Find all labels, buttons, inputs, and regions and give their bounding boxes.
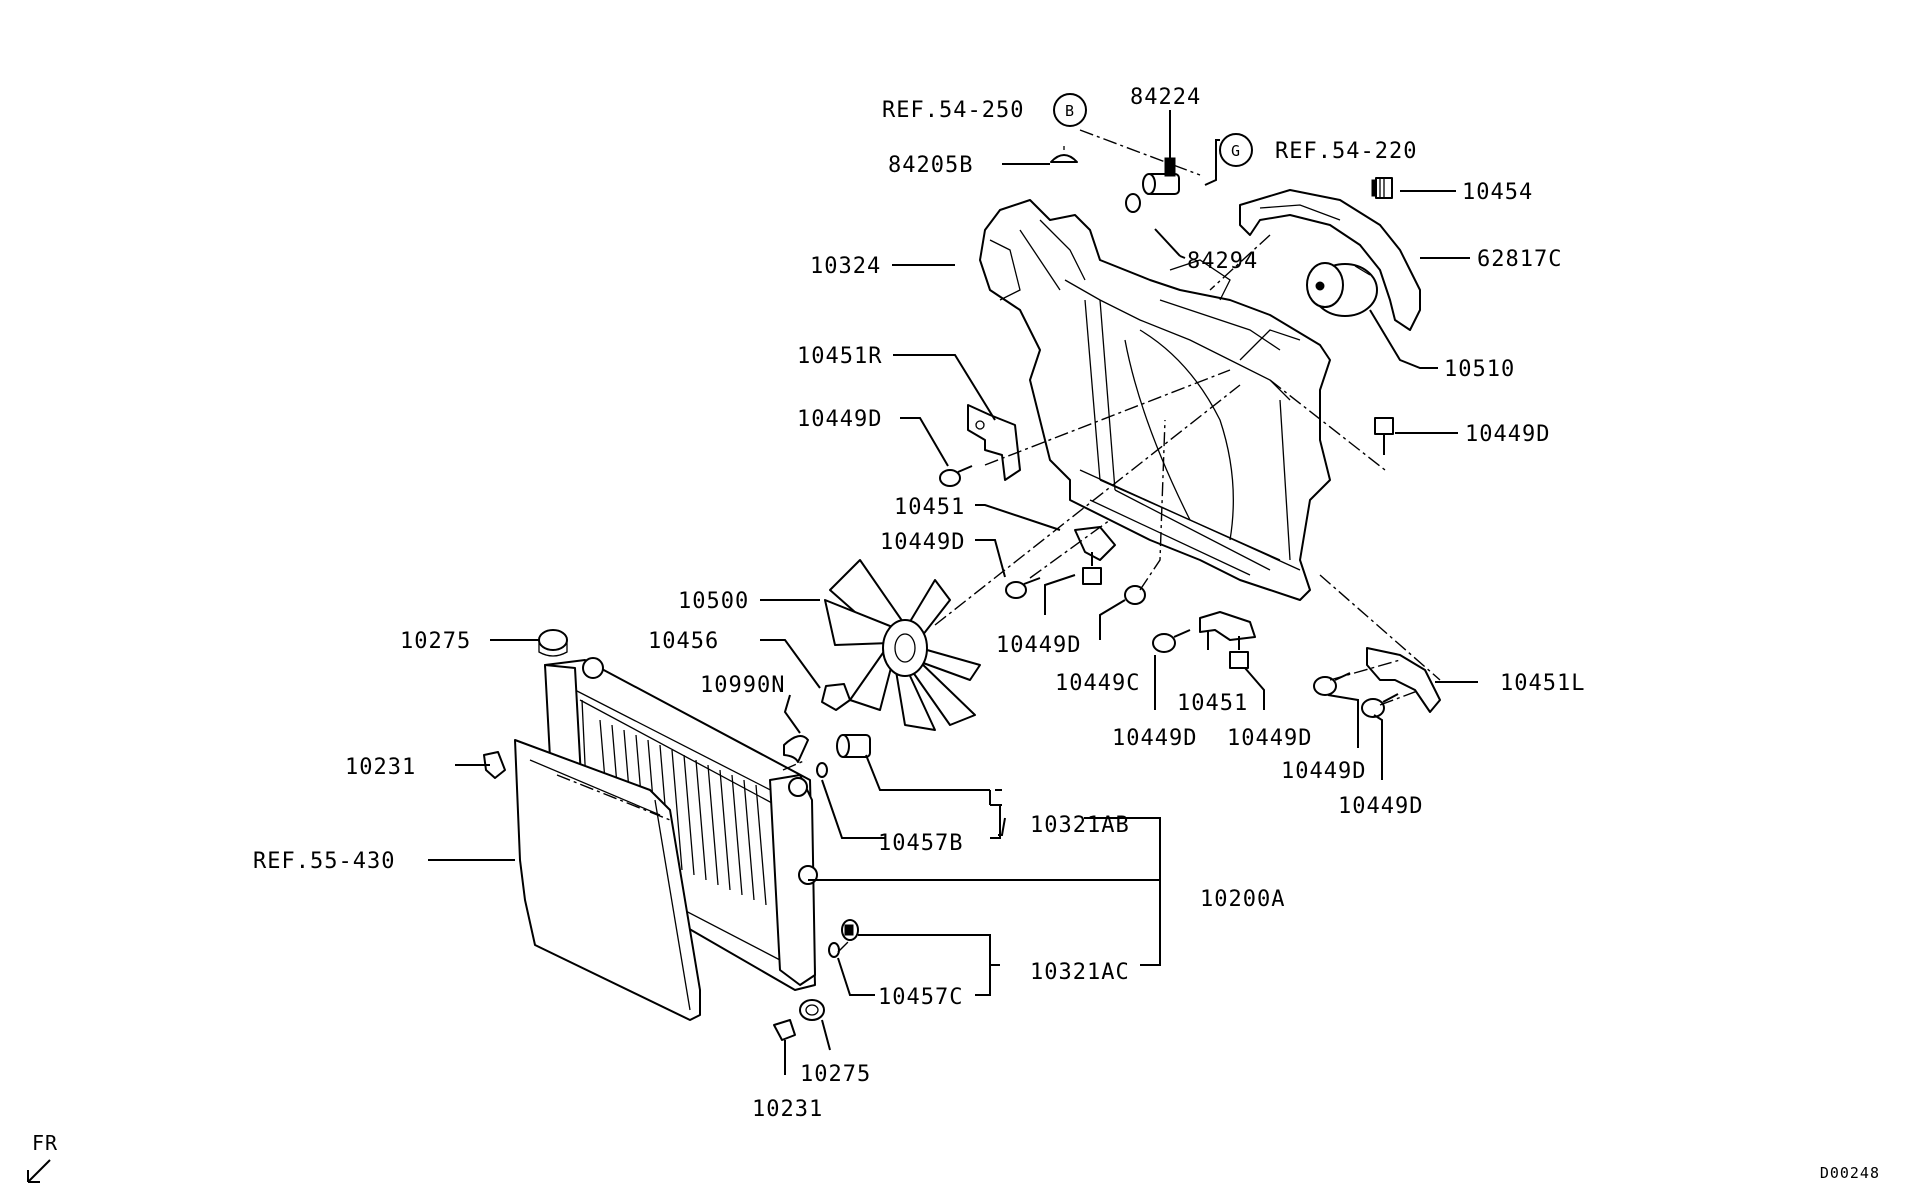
bracket-10231-lower[interactable] xyxy=(773,1019,796,1041)
bracket-10231-upper[interactable] xyxy=(483,751,506,779)
bracket-10451-lower[interactable] xyxy=(1199,611,1256,641)
washer-10457b[interactable] xyxy=(816,762,828,778)
label-10451-b[interactable]: 10451 xyxy=(1177,691,1248,716)
bolt-10449d-5[interactable] xyxy=(1152,629,1191,653)
label-10451l[interactable]: 10451L xyxy=(1500,671,1585,696)
label-ref-55-430[interactable]: REF.55-430 xyxy=(253,849,395,874)
label-10321ac[interactable]: 10321AC xyxy=(1030,960,1130,985)
label-10200a[interactable]: 10200A xyxy=(1200,887,1285,912)
label-10500[interactable]: 10500 xyxy=(678,589,749,614)
motor-bracket-62817c[interactable] xyxy=(1239,189,1421,331)
fr-arrow-icon xyxy=(27,1159,51,1183)
hose-10990n[interactable] xyxy=(783,735,809,763)
label-10275-a[interactable]: 10275 xyxy=(400,629,471,654)
label-10449d-a[interactable]: 10449D xyxy=(797,407,882,432)
label-10449d-d[interactable]: 10449D xyxy=(996,633,1081,658)
label-ref-54-250[interactable]: REF.54-250 xyxy=(882,98,1024,123)
label-10275-b[interactable]: 10275 xyxy=(800,1062,871,1087)
label-10510[interactable]: 10510 xyxy=(1444,357,1515,382)
label-84294[interactable]: 84294 xyxy=(1187,249,1258,274)
label-10449d-e[interactable]: 10449D xyxy=(1112,726,1197,751)
bracket-10451-upper[interactable] xyxy=(1074,526,1116,561)
label-10231-b[interactable]: 10231 xyxy=(752,1097,823,1122)
circle-b-text: B xyxy=(1065,102,1075,120)
front-direction-indicator: FR xyxy=(27,1131,58,1183)
label-10231-a[interactable]: 10231 xyxy=(345,755,416,780)
label-10456[interactable]: 10456 xyxy=(648,629,719,654)
label-10449d-g[interactable]: 10449D xyxy=(1281,759,1366,784)
washer-10457c[interactable] xyxy=(828,942,840,958)
nut-10456[interactable] xyxy=(821,683,851,711)
leader-lines xyxy=(428,110,1478,1075)
oring-84294[interactable] xyxy=(1125,193,1141,213)
circle-ref-g[interactable]: G xyxy=(1219,133,1253,167)
label-ref-54-220[interactable]: REF.54-220 xyxy=(1275,139,1417,164)
bolt-10449d-7[interactable] xyxy=(1313,672,1351,696)
fan-motor-10510[interactable] xyxy=(1306,262,1378,317)
label-10457b[interactable]: 10457B xyxy=(878,831,963,856)
cap-10275-lower[interactable] xyxy=(799,999,825,1021)
label-10449c[interactable]: 10449C xyxy=(1055,671,1140,696)
bracket-10451r[interactable] xyxy=(967,404,1021,481)
bolt-10449d-2[interactable] xyxy=(1374,417,1394,455)
bolt-10449d-6[interactable] xyxy=(1229,636,1249,669)
bolt-10449d-4[interactable] xyxy=(1082,552,1102,585)
label-10990n[interactable]: 10990N xyxy=(700,673,785,698)
sensor-84224[interactable] xyxy=(1142,142,1180,195)
cooling-fan-10500[interactable] xyxy=(824,559,981,731)
sensor-10321ac[interactable] xyxy=(841,919,859,941)
label-10451-a[interactable]: 10451 xyxy=(894,495,965,520)
label-10449d-f[interactable]: 10449D xyxy=(1227,726,1312,751)
bolt-10449c[interactable] xyxy=(1124,585,1146,605)
label-62817c[interactable]: 62817C xyxy=(1477,247,1562,272)
label-10449d-c[interactable]: 10449D xyxy=(880,530,965,555)
label-84224[interactable]: 84224 xyxy=(1130,85,1201,110)
label-10324[interactable]: 10324 xyxy=(810,254,881,279)
bolt-10449d-1[interactable] xyxy=(939,465,973,487)
fan-shroud-10324[interactable] xyxy=(979,199,1331,601)
sensor-10321ab[interactable] xyxy=(836,734,871,758)
bolt-10449d-3[interactable] xyxy=(1005,577,1041,599)
label-10454[interactable]: 10454 xyxy=(1462,180,1533,205)
circle-ref-b[interactable]: B xyxy=(1053,93,1087,127)
label-84205b[interactable]: 84205B xyxy=(888,153,973,178)
cap-10275-upper[interactable] xyxy=(538,629,568,657)
circle-g-text: G xyxy=(1231,142,1241,160)
cap-84205b[interactable] xyxy=(1050,146,1078,163)
label-10321ab[interactable]: 10321AB xyxy=(1030,813,1130,838)
fr-label: FR xyxy=(32,1131,58,1155)
bolt-10449d-8[interactable] xyxy=(1361,693,1399,718)
label-10449d-b[interactable]: 10449D xyxy=(1465,422,1550,447)
label-10449d-h[interactable]: 10449D xyxy=(1338,794,1423,819)
bolt-10454[interactable] xyxy=(1371,177,1393,199)
label-10451r[interactable]: 10451R xyxy=(797,344,882,369)
condenser-ref-55-430[interactable] xyxy=(514,739,701,1021)
label-10457c[interactable]: 10457C xyxy=(878,985,963,1010)
diagram-id: D00248 xyxy=(1820,1164,1880,1182)
